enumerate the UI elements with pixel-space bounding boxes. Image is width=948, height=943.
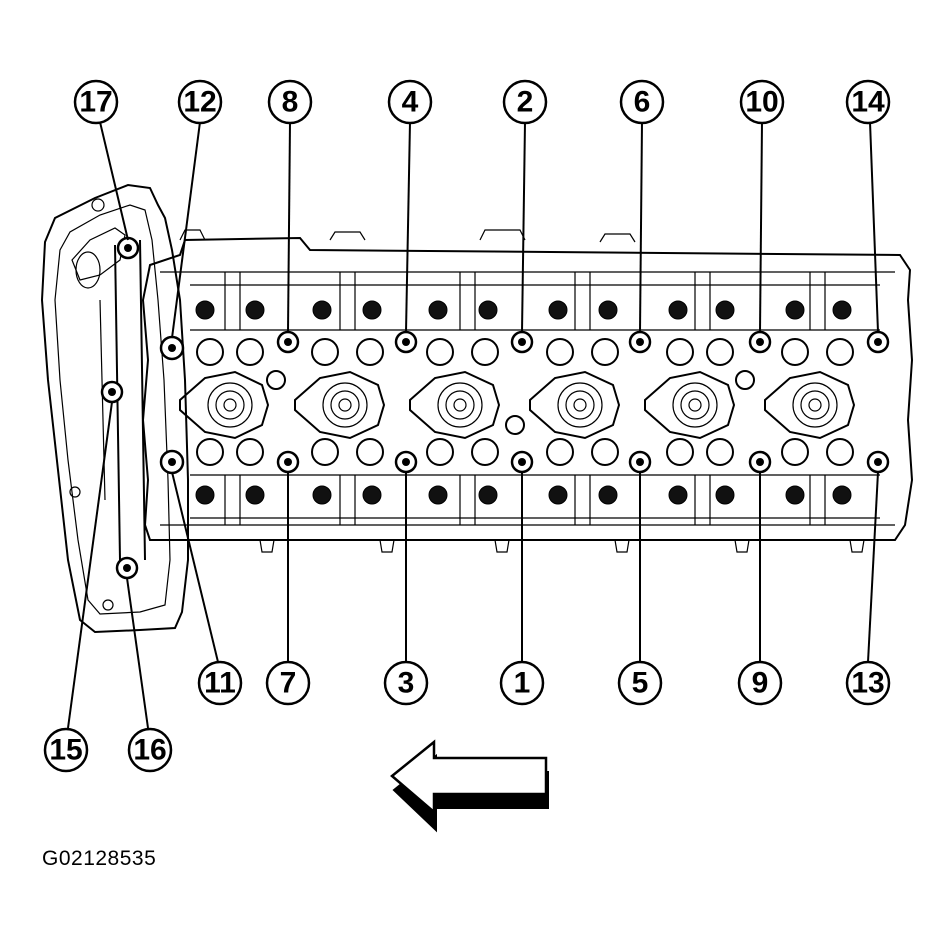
callout-14: 14 — [845, 79, 891, 125]
callout-5: 5 — [617, 660, 663, 706]
callout-1: 1 — [499, 660, 545, 706]
callout-6: 6 — [619, 79, 665, 125]
head-bolt-2 — [510, 330, 534, 354]
svg-text:3: 3 — [398, 667, 415, 700]
svg-text:17: 17 — [79, 86, 112, 119]
head-bolt-13 — [866, 450, 890, 474]
rocker-nuts — [195, 300, 852, 505]
svg-text:5: 5 — [632, 667, 649, 700]
plug-hole — [505, 415, 525, 435]
cam-cap — [409, 370, 501, 440]
head-bolt-3 — [394, 450, 418, 474]
callout-11: 11 — [197, 660, 243, 706]
svg-text:8: 8 — [282, 86, 299, 119]
svg-text:6: 6 — [634, 86, 651, 119]
head-bolt-10 — [748, 330, 772, 354]
svg-text:4: 4 — [402, 86, 419, 119]
svg-text:13: 13 — [851, 667, 884, 700]
svg-text:10: 10 — [745, 86, 778, 119]
cam-cap — [179, 370, 270, 440]
svg-text:16: 16 — [133, 734, 166, 767]
svg-text:15: 15 — [49, 734, 82, 767]
svg-text:7: 7 — [280, 667, 297, 700]
head-bolt-8 — [276, 330, 300, 354]
cam-cap — [764, 370, 856, 440]
callout-4: 4 — [387, 79, 433, 125]
cam-cap — [529, 370, 621, 440]
callout-3: 3 — [383, 660, 429, 706]
rocker-rails — [190, 272, 880, 525]
cam-cap — [294, 370, 386, 440]
callout-15: 15 — [43, 727, 89, 773]
camshaft-caps — [179, 370, 856, 440]
direction-arrow-left-icon — [390, 739, 549, 833]
callout-2: 2 — [502, 79, 548, 125]
head-bolt-15 — [100, 380, 124, 404]
plug-hole — [266, 370, 286, 390]
cam-cap — [644, 370, 736, 440]
callout-16: 16 — [127, 727, 173, 773]
plug-hole — [735, 370, 755, 390]
head-bolt-14 — [866, 330, 890, 354]
head-bolt-12 — [159, 335, 185, 361]
cylinder-head — [141, 229, 914, 553]
head-bolt-1 — [510, 450, 534, 474]
svg-text:2: 2 — [517, 86, 534, 119]
callout-17: 17 — [73, 79, 119, 125]
head-bolt-7 — [276, 450, 300, 474]
head-bolt-17 — [116, 236, 140, 260]
callout-7: 7 — [265, 660, 311, 706]
svg-text:14: 14 — [851, 86, 885, 119]
svg-text:9: 9 — [752, 667, 769, 700]
gasket-cover — [40, 183, 189, 634]
head-bolt-16 — [115, 556, 139, 580]
head-bolt-6 — [628, 330, 652, 354]
svg-text:11: 11 — [204, 667, 236, 700]
callout-13: 13 — [845, 660, 891, 706]
head-bolt-5 — [628, 450, 652, 474]
figure-reference-code: G02128535 — [42, 847, 157, 870]
head-bolts — [100, 236, 890, 580]
valve-lifters — [196, 338, 854, 466]
head-bolt-11 — [159, 449, 185, 475]
head-bolt-4 — [394, 330, 418, 354]
callout-8: 8 — [267, 79, 313, 125]
head-bolt-9 — [748, 450, 772, 474]
svg-text:12: 12 — [183, 86, 216, 119]
callout-9: 9 — [737, 660, 783, 706]
callout-12: 12 — [177, 79, 223, 125]
callout-10: 10 — [739, 79, 785, 125]
svg-text:1: 1 — [514, 667, 531, 700]
leader-lines — [67, 121, 879, 729]
